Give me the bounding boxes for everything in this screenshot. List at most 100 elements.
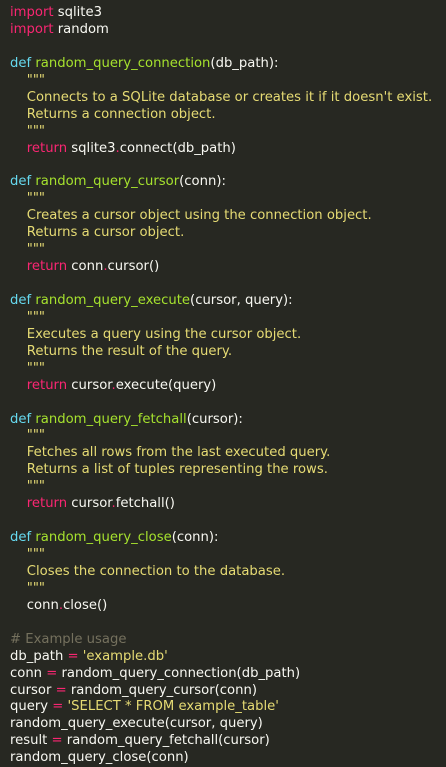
code-line: """ [10,73,446,90]
code-token: """ [10,479,45,495]
code-line: def random_query_execute(cursor, query): [10,293,446,310]
code-token: Returns the result of the query. [10,343,233,359]
code-token: # Example usage [10,631,127,647]
code-token: (conn): [171,530,219,546]
code-token: """ [10,309,45,325]
code-token: random_query_execute [35,292,191,308]
code-line: Returns a list of tuples representing th… [10,462,446,479]
code-token: . [103,259,108,275]
code-token: Returns a connection object. [10,106,216,122]
code-line: """ [10,124,446,141]
code-token: connect(db_path) [119,140,236,156]
code-token: close() [63,597,108,613]
code-token: sqlite3 [53,5,102,20]
code-token: cursor() [107,259,160,275]
code-line: Returns a connection object. [10,107,446,124]
code-token: def [10,530,32,546]
code-line: return sqlite3.connect(db_path) [10,141,446,158]
code-token: conn [10,597,59,613]
code-line: Returns a cursor object. [10,225,446,242]
code-line: """ [10,361,446,378]
code-token: Returns a cursor object. [10,225,185,241]
code-line: def random_query_fetchall(cursor): [10,412,446,429]
code-token: import [10,21,54,37]
code-line: # Example usage [10,632,446,649]
code-line [10,39,446,56]
code-token: def [10,55,32,71]
code-token: def [10,174,32,190]
code-token: fetchall() [115,496,175,512]
code-line: Executes a query using the cursor object… [10,327,446,344]
code-token: . [111,496,116,512]
code-token: 'SELECT * FROM example_table' [67,699,279,715]
code-line: random_query_execute(cursor, query) [10,716,446,733]
code-line: def random_query_close(conn): [10,530,446,547]
code-line: Fetches all rows from the last executed … [10,445,446,462]
code-token: """ [10,191,45,207]
code-token [10,378,27,393]
code-token: """ [10,123,45,139]
code-token: 'example.db' [82,648,168,664]
code-line: def random_query_connection(db_path): [10,56,446,73]
code-token: random_query_fetchall [35,411,187,427]
code-line: """ [10,581,446,598]
code-token: random [53,21,109,37]
code-token: return [26,496,68,512]
code-line [10,395,446,412]
code-line: query = 'SELECT * FROM example_table' [10,699,446,716]
code-token: def [10,411,32,427]
code-line: Connects to a SQLite database or creates… [10,90,446,107]
code-token: random_query_close [35,530,172,546]
code-token: Fetches all rows from the last executed … [10,445,331,461]
code-token: Closes the connection to the database. [10,563,286,579]
code-line: conn = random_query_connection(db_path) [10,666,446,683]
code-line: conn.close() [10,598,446,615]
code-token: sqlite3 [67,140,116,156]
code-token: . [111,377,116,393]
code-line: """ [10,479,446,496]
code-token: random_query_cursor [35,174,180,190]
code-token: = [67,648,79,664]
code-token: execute(query) [115,377,217,393]
code-token: db_path [10,648,68,664]
code-line: import random [10,22,446,39]
code-line: """ [10,242,446,259]
code-token: Creates a cursor object using the connec… [10,208,372,224]
code-line: Returns the result of the query. [10,344,446,361]
code-line: return cursor.fetchall() [10,496,446,513]
code-line: """ [10,547,446,564]
code-token: """ [10,360,45,376]
code-line: return conn.cursor() [10,259,446,276]
code-line: db_path = 'example.db' [10,649,446,666]
code-token: (db_path): [210,55,279,71]
code-token: random_query_fetchall(cursor) [62,733,270,749]
code-line: random_query_close(conn) [10,750,446,767]
code-token: """ [10,428,45,444]
code-token: . [115,140,120,156]
code-line [10,157,446,174]
code-token: (conn): [179,174,226,190]
code-token: query [10,699,53,715]
code-line [10,513,446,530]
code-line: cursor = random_query_cursor(conn) [10,683,446,700]
code-line: Creates a cursor object using the connec… [10,208,446,225]
code-line: import sqlite3 [10,5,446,22]
code-token: random_query_cursor(conn) [66,682,257,698]
code-line [10,615,446,632]
code-token: conn [10,665,47,681]
code-line: return cursor.execute(query) [10,378,446,395]
code-token: (cursor): [186,411,243,427]
code-token: Executes a query using the cursor object… [10,326,302,342]
code-token: random_query_close(conn) [10,750,189,766]
code-token: Returns a list of tuples representing th… [10,462,328,478]
code-token: = [55,682,67,698]
code-token: return [26,377,68,393]
code-token: return [26,140,68,156]
code-line: def random_query_cursor(conn): [10,174,446,191]
code-token: = [52,699,64,715]
code-line: Closes the connection to the database. [10,564,446,581]
code-token [10,141,27,156]
code-token: """ [10,580,45,596]
code-token: random_query_connection [35,55,211,71]
